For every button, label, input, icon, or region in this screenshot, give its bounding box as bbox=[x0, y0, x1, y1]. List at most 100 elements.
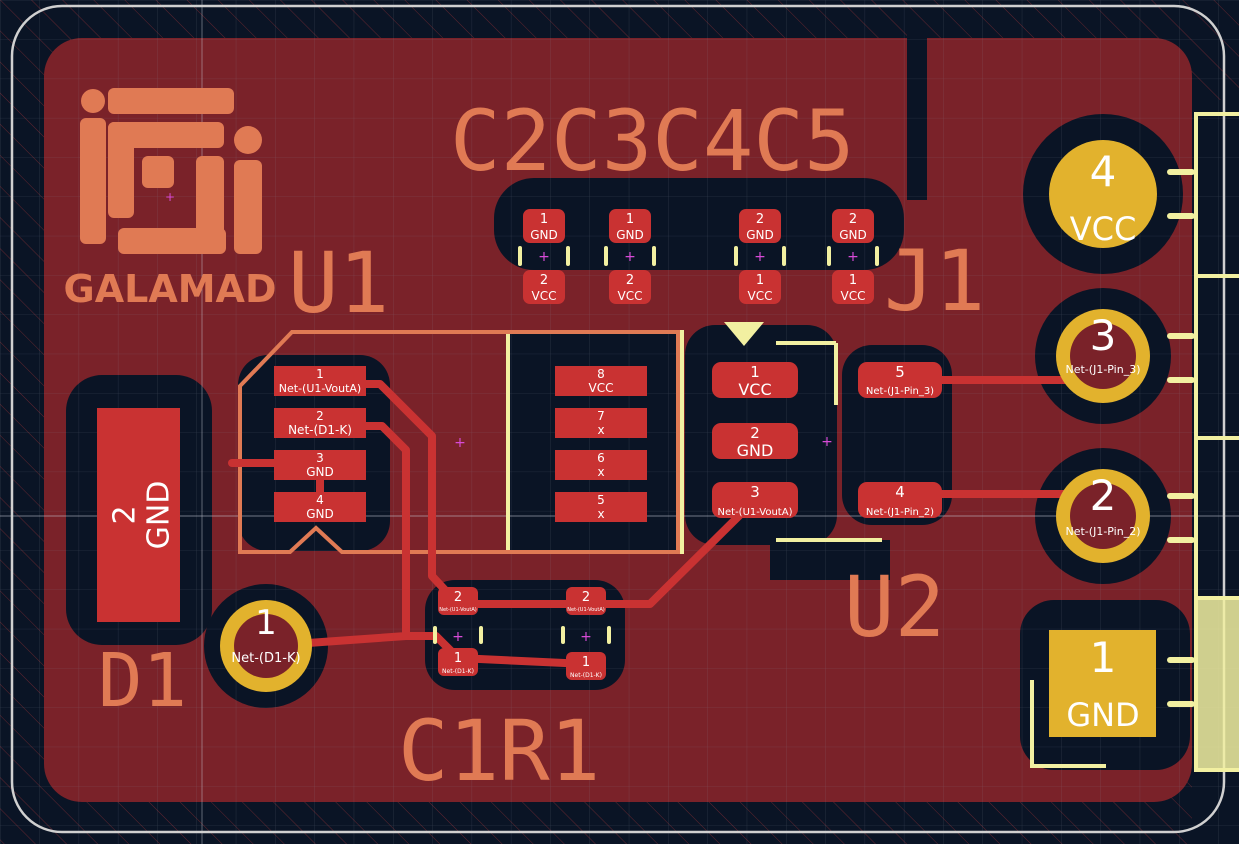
cap-c4[interactable]: 2 GND 1 VCC bbox=[739, 209, 781, 304]
u1-pad-1[interactable] bbox=[274, 366, 366, 396]
j1-pin1-marker bbox=[1196, 600, 1239, 770]
u1-pad-2-net: Net-(D1-K) bbox=[288, 423, 352, 437]
j1-pad-3-hole bbox=[1070, 323, 1136, 389]
u2-pad-3[interactable] bbox=[712, 482, 798, 518]
j1-pad-4[interactable] bbox=[1049, 140, 1157, 248]
c4-pad-top[interactable] bbox=[739, 209, 781, 243]
c2-pad-bot-net: VCC bbox=[532, 289, 557, 303]
j1-pad-3-net: Net-(J1-Pin_3) bbox=[1066, 363, 1141, 376]
u1-pad-4[interactable] bbox=[274, 492, 366, 522]
c1-pad-1[interactable] bbox=[438, 648, 478, 676]
ref-j1: J1 bbox=[884, 232, 985, 330]
c1r1-fab-marks bbox=[433, 626, 611, 644]
c2-pad-bot[interactable] bbox=[523, 270, 565, 304]
u2-centroid-mark: + bbox=[821, 434, 833, 450]
u1-pad-7-net: x bbox=[597, 423, 604, 437]
u2-pin1-indicator bbox=[724, 322, 764, 346]
c1-pad-1-net: Net-(D1-K) bbox=[442, 668, 474, 675]
c4-pad-bot[interactable] bbox=[739, 270, 781, 304]
c4-pad-bot-net: VCC bbox=[748, 289, 773, 303]
c4-pad-top-num: 2 bbox=[756, 212, 764, 227]
j1-pad-2-hole bbox=[1070, 483, 1136, 549]
j1-pad-1-net: GND bbox=[1066, 696, 1139, 734]
j1-pad-4-net: VCC bbox=[1070, 210, 1137, 248]
c1-pad-2[interactable] bbox=[438, 587, 478, 615]
u2-pad-1-num: 1 bbox=[750, 363, 760, 381]
u1-pad-6-net: x bbox=[597, 465, 604, 479]
d1-footprint[interactable]: 2 GND 1 Net-(D1-K) bbox=[97, 408, 312, 692]
ref-u1: U1 bbox=[288, 234, 389, 332]
u1-pad-2-num: 2 bbox=[316, 409, 324, 423]
board-edge-cuts bbox=[10, 4, 1226, 834]
j1-pad-1[interactable] bbox=[1049, 630, 1156, 737]
c5-pad-bot[interactable] bbox=[832, 270, 874, 304]
c4-pad-bot-num: 1 bbox=[756, 273, 764, 288]
u1-pad-8-num: 8 bbox=[597, 367, 605, 381]
ref-u2: U2 bbox=[844, 558, 945, 656]
c3-pad-top-num: 1 bbox=[626, 212, 634, 227]
r1-pad-1-num: 1 bbox=[582, 655, 590, 670]
c3-pad-top-net: GND bbox=[616, 228, 644, 242]
u1-pad-3[interactable] bbox=[274, 450, 366, 480]
u1-footprint[interactable]: 1 Net-(U1-VoutA) 2 Net-(D1-K) 3 GND 4 GN… bbox=[274, 366, 647, 522]
j1-pad-2-net: Net-(J1-Pin_2) bbox=[1066, 525, 1141, 538]
j1-pad-3-num: 3 bbox=[1090, 311, 1117, 360]
u2-pad-4-net: Net-(J1-Pin_2) bbox=[866, 507, 934, 518]
u2-pad-2-num: 2 bbox=[750, 424, 760, 442]
logo-centroid-mark: + bbox=[165, 190, 175, 204]
u1-pad-8[interactable] bbox=[555, 366, 647, 396]
c2-pad-bot-num: 2 bbox=[540, 273, 548, 288]
j1-footprint[interactable]: 4 VCC 3 Net-(J1-Pin_3) 2 Net-(J1-Pin_2) … bbox=[1049, 140, 1157, 737]
c4-pad-top-net: GND bbox=[746, 228, 774, 242]
u1-silk-outline bbox=[238, 330, 680, 554]
u1-pad-3-num: 3 bbox=[316, 451, 324, 465]
r1-pad-2-net: Net-(U1-VoutA) bbox=[567, 607, 605, 613]
u1-pad-3-net: GND bbox=[306, 465, 334, 479]
cap-c5[interactable]: 2 GND 1 VCC bbox=[832, 209, 874, 304]
u2-footprint[interactable]: 1 VCC 2 GND 3 Net-(U1-VoutA) 5 Net-(J1-P… bbox=[712, 362, 942, 518]
u2-pad-5[interactable] bbox=[858, 362, 942, 398]
svg-text:+: + bbox=[847, 249, 859, 265]
cap-c3[interactable]: 1 GND 2 VCC bbox=[609, 209, 651, 304]
d1-pad-2-net: GND bbox=[142, 481, 177, 550]
r1-pad-2-num: 2 bbox=[582, 590, 590, 605]
u2-pad-1[interactable] bbox=[712, 362, 798, 398]
cap-array[interactable]: 1 GND 2 VCC 1 GND 2 VCC 2 GND 1 VCC 2 GN… bbox=[518, 209, 879, 304]
u1-pad-4-num: 4 bbox=[316, 493, 324, 507]
u1-pad-5-num: 5 bbox=[597, 493, 605, 507]
u2-pad-3-net: Net-(U1-VoutA) bbox=[718, 507, 793, 518]
j1-pin-stubs bbox=[1167, 169, 1195, 707]
c5-pad-top[interactable] bbox=[832, 209, 874, 243]
ref-c1r1: C1R1 bbox=[398, 702, 600, 800]
d1-pad-2-num: 2 bbox=[108, 505, 143, 524]
r1-pad-1[interactable] bbox=[566, 652, 606, 680]
svg-text:+: + bbox=[624, 249, 636, 265]
u2-pad-4[interactable] bbox=[858, 482, 942, 518]
r1-pad-2[interactable] bbox=[566, 587, 606, 615]
u1-pad-5[interactable] bbox=[555, 492, 647, 522]
u2-pad-5-num: 5 bbox=[895, 363, 905, 381]
c3-pad-bot[interactable] bbox=[609, 270, 651, 304]
cap-c2[interactable]: 1 GND 2 VCC bbox=[523, 209, 565, 304]
c3-pad-top[interactable] bbox=[609, 209, 651, 243]
u2-pad-2[interactable] bbox=[712, 423, 798, 459]
j1-pad-1-num: 1 bbox=[1090, 633, 1117, 682]
u1-pad-7[interactable] bbox=[555, 408, 647, 438]
u2-pad-5-net: Net-(J1-Pin_3) bbox=[866, 386, 934, 397]
u1-pad-2[interactable] bbox=[274, 408, 366, 438]
u2-pad-4-num: 4 bbox=[895, 483, 905, 501]
galamad-logo: GALAMAD bbox=[64, 88, 277, 311]
r1-pad-1-net: Net-(D1-K) bbox=[570, 672, 602, 679]
j1-silk-corner bbox=[1030, 680, 1106, 768]
c2-pad-top[interactable] bbox=[523, 209, 565, 243]
u1-pad-7-num: 7 bbox=[597, 409, 605, 423]
d1-pad-1-num: 1 bbox=[255, 603, 277, 643]
d1-pad-2[interactable] bbox=[97, 408, 180, 622]
u1-pad-4-net: GND bbox=[306, 507, 334, 521]
c1r1-centroid-marks: ++ bbox=[452, 629, 592, 645]
u1-pad-8-net: VCC bbox=[589, 381, 614, 395]
c1r1-footprint[interactable]: 2 Net-(U1-VoutA) 2 Net-(U1-VoutA) 1 Net-… bbox=[433, 587, 611, 680]
u1-pad-6[interactable] bbox=[555, 450, 647, 480]
